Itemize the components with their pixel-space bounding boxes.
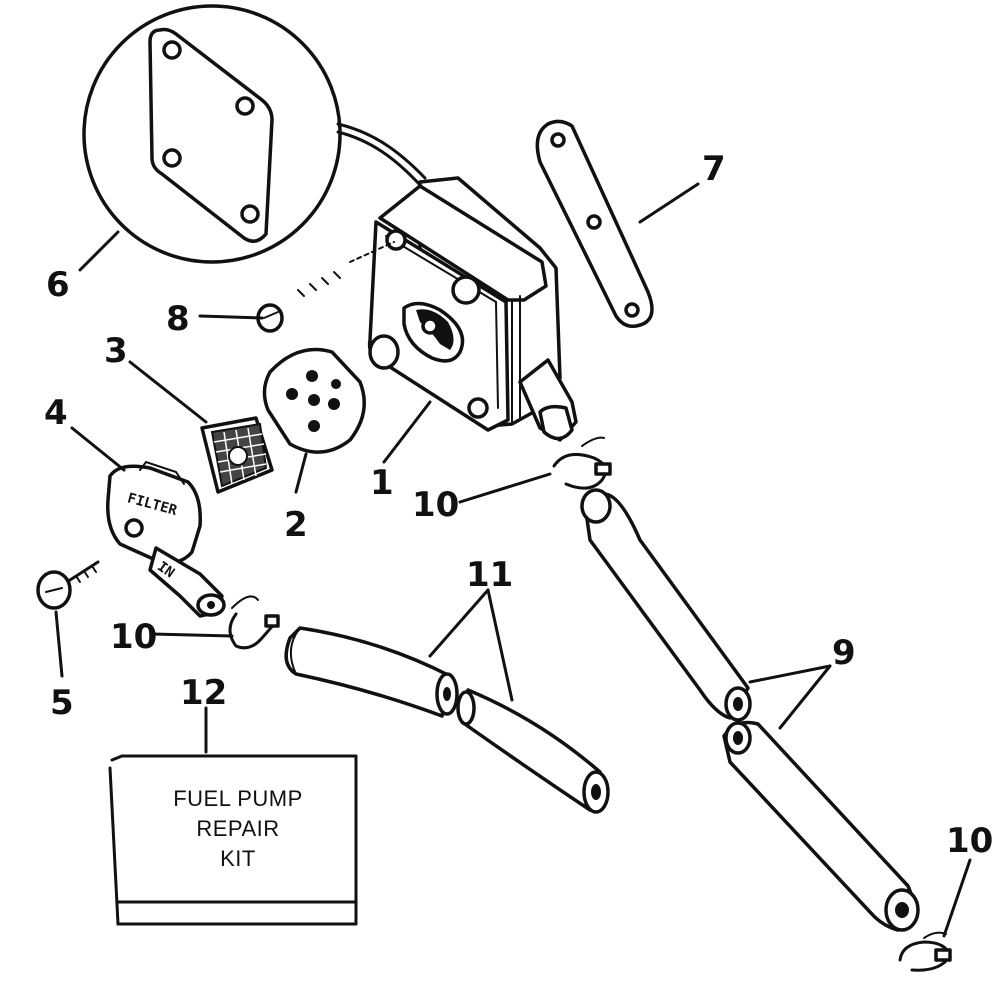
hose-segment-11-right [456, 688, 610, 814]
mounting-gasket-plate [535, 119, 654, 329]
mounting-screw [256, 241, 395, 333]
diaphragm-plate [262, 347, 366, 454]
filter-screen [200, 416, 274, 494]
callout-10-upper: 10 [412, 485, 459, 525]
repair-kit-box: FUEL PUMP REPAIR KIT [108, 754, 358, 926]
callout-labels: 1 2 3 4 5 6 7 8 9 10 10 10 11 12 [44, 149, 993, 861]
callout-12: 12 [180, 673, 227, 713]
hose-clamp-left [228, 595, 280, 650]
cover-screw [36, 560, 100, 610]
callout-8: 8 [166, 299, 190, 339]
hose-clamp-lower [898, 931, 952, 972]
hose-segment-9-lower [722, 720, 920, 932]
callout-10-left: 10 [110, 617, 157, 657]
callout-2: 2 [284, 505, 308, 545]
callout-7: 7 [702, 149, 726, 189]
callout-5: 5 [50, 683, 74, 723]
callout-1: 1 [370, 463, 394, 503]
hose-segment-9-upper [580, 488, 752, 722]
callout-6: 6 [46, 265, 70, 305]
kit-label-line1: FUEL PUMP [173, 786, 303, 811]
hose-segment-11-left [284, 626, 459, 718]
callout-11: 11 [466, 555, 513, 595]
kit-label-line2: REPAIR [196, 816, 279, 841]
leader-lines [54, 182, 972, 938]
callout-10-lower: 10 [946, 821, 993, 861]
kit-label-line3: KIT [220, 846, 256, 871]
gasket-detail-circle [82, 4, 427, 264]
callout-9: 9 [832, 633, 856, 673]
filter-cover: FILTER IN [106, 460, 226, 618]
in-stamp-text: IN [154, 559, 177, 582]
callout-3: 3 [104, 331, 128, 371]
hose-clamp-upper [552, 436, 612, 490]
callout-4: 4 [44, 393, 68, 433]
fuel-pump-body [367, 176, 578, 442]
